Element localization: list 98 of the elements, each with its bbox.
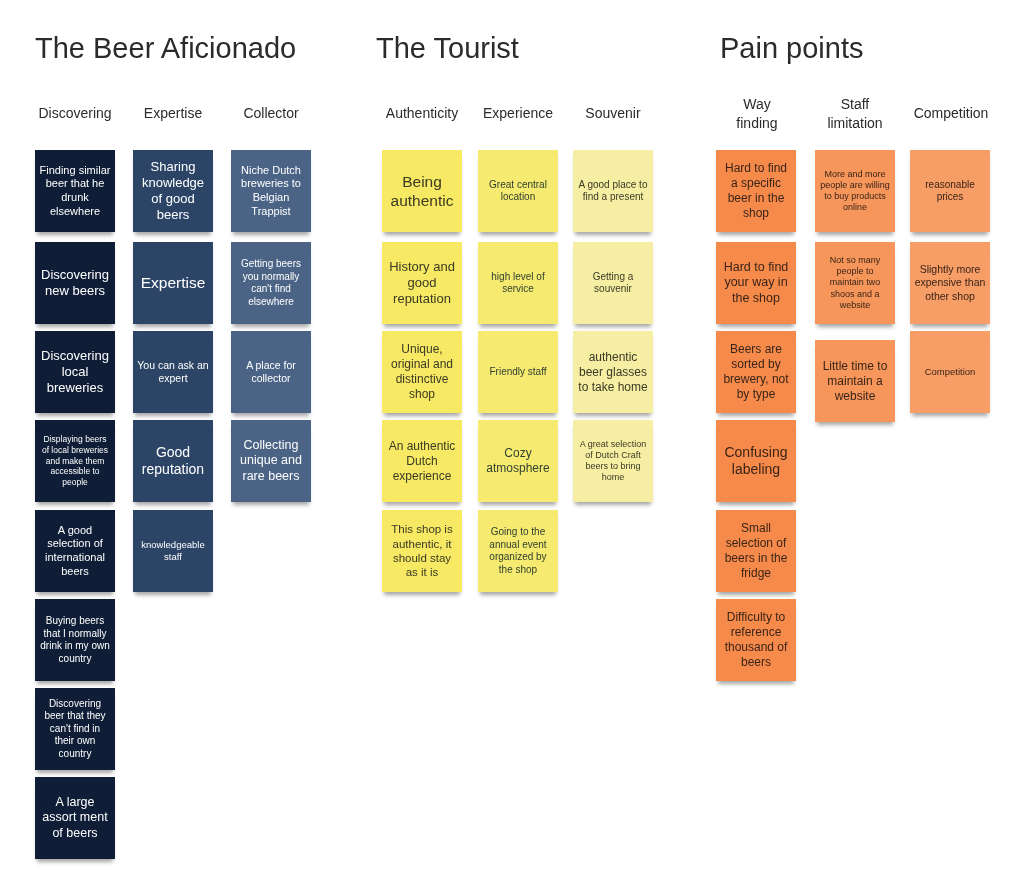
note-text: Confusing labeling [723, 443, 789, 479]
sticky-note [133, 242, 213, 324]
sticky-note [573, 331, 653, 413]
sticky-note [573, 150, 653, 232]
note-text: You can ask an expert [137, 358, 209, 386]
sticky-note [478, 150, 558, 232]
sticky-note [35, 420, 115, 502]
note-text: Expertise [140, 273, 206, 293]
note-text: Unique, original and distinctive shop [389, 342, 454, 402]
sticky-note [35, 688, 115, 770]
sticky-note [35, 599, 115, 681]
column-heading: Expertise [142, 104, 204, 123]
note-text: Sharing knowledge of good beers [140, 158, 206, 224]
note-text: Competition [924, 366, 976, 378]
sticky-note [910, 150, 990, 232]
note-text: Discovering new beers [40, 266, 110, 300]
sticky-note [133, 420, 213, 502]
note-text: An authentic Dutch experience [387, 438, 457, 484]
sticky-note [478, 242, 558, 324]
sticky-note [910, 331, 990, 413]
note-text: Small selection of beers in the fridge [723, 521, 789, 581]
note-text: A great selection of Dutch Craft beers to bring home [578, 438, 648, 484]
sticky-note [716, 150, 796, 232]
note-text: More and more people are willing to buy products online [819, 168, 891, 214]
section-heading: Pain points [720, 32, 864, 65]
sticky-note [815, 150, 895, 232]
note-text: Going to the annual event organized by the shop [488, 526, 548, 576]
column-heading: Staff limitation [826, 95, 884, 133]
note-text: Little time to maintain a website [821, 358, 889, 404]
note-text: Not so many people to maintain two shoos and a website [828, 254, 882, 312]
sticky-note [478, 420, 558, 502]
column-heading: Competition [912, 104, 990, 123]
sticky-note [231, 420, 311, 502]
note-text: A good selection of international beers [44, 523, 106, 579]
sticky-note [815, 340, 895, 422]
note-text: reasonable prices [924, 178, 976, 204]
note-text: Discovering local breweries [40, 347, 110, 397]
note-text: high level of service [490, 270, 546, 296]
section-heading: The Beer Aficionado [35, 32, 297, 65]
sticky-note [133, 510, 213, 592]
sticky-note [35, 242, 115, 324]
section-heading: The Tourist [376, 32, 519, 65]
note-text: Beers are sorted by brewery, not by type [722, 342, 790, 402]
note-text: This shop is authentic, it should stay as it is [390, 522, 454, 580]
note-text: Difficulty to reference thousand of beers [723, 610, 789, 670]
note-text: Getting beers you normally can't find elsewhere [239, 258, 302, 308]
sticky-note [231, 331, 311, 413]
column-heading: Discovering [37, 104, 113, 123]
sticky-note [716, 242, 796, 324]
note-text: Displaying beers of local breweries and make them accessible to people [40, 434, 110, 488]
note-text: Collecting unique and rare beers [239, 437, 303, 485]
sticky-note [35, 510, 115, 592]
note-text: Buying beers that I normally drink in my own country [39, 615, 111, 665]
sticky-note [382, 510, 462, 592]
note-text: A large assort ment of beers [41, 794, 109, 842]
sticky-note [382, 420, 462, 502]
note-text: knowledgeable staff [140, 539, 206, 563]
sticky-note [573, 242, 653, 324]
note-text: Friendly staff [489, 365, 547, 379]
note-text: Niche Dutch breweries to Belgian Trappist [240, 163, 302, 219]
sticky-note [910, 242, 990, 324]
note-text: A place for collector [245, 358, 297, 386]
note-text: Cozy atmosphere [485, 446, 551, 476]
note-text: A good place to find a present [577, 178, 649, 204]
sticky-note [573, 420, 653, 502]
note-text: Good reputation [140, 443, 206, 479]
sticky-note [382, 150, 462, 232]
sticky-note [815, 242, 895, 324]
note-text: Being authentic [389, 171, 455, 211]
sticky-note [382, 331, 462, 413]
sticky-note [35, 777, 115, 859]
column-heading: Authenticity [384, 104, 460, 123]
sticky-note [716, 420, 796, 502]
sticky-note [231, 150, 311, 232]
column-heading: Way finding [735, 95, 779, 133]
sticky-note [35, 331, 115, 413]
column-heading: Souvenir [584, 104, 642, 123]
sticky-note [35, 150, 115, 232]
sticky-note [231, 242, 311, 324]
sticky-note [133, 331, 213, 413]
column-heading: Experience [481, 104, 554, 123]
sticky-note [478, 510, 558, 592]
note-text: authentic beer glasses to take home [577, 349, 649, 395]
note-text: History and good reputation [388, 258, 456, 308]
sticky-note [133, 150, 213, 232]
sticky-note [478, 331, 558, 413]
note-text: Hard to find a specific beer in the shop [723, 161, 788, 221]
note-text: Finding similar beer that he drunk elsewhere [39, 163, 111, 219]
sticky-note [716, 599, 796, 681]
note-text: Hard to find your way in the shop [722, 259, 790, 307]
note-text: Slightly more expensive than other shop [914, 263, 986, 303]
note-text: Discovering beer that they can't find in their own country [43, 697, 107, 761]
note-text: Getting a souvenir [591, 270, 635, 296]
column-heading: Collector [242, 104, 300, 123]
note-text: Great central location [488, 178, 548, 204]
sticky-note [716, 331, 796, 413]
sticky-note [382, 242, 462, 324]
sticky-note [716, 510, 796, 592]
